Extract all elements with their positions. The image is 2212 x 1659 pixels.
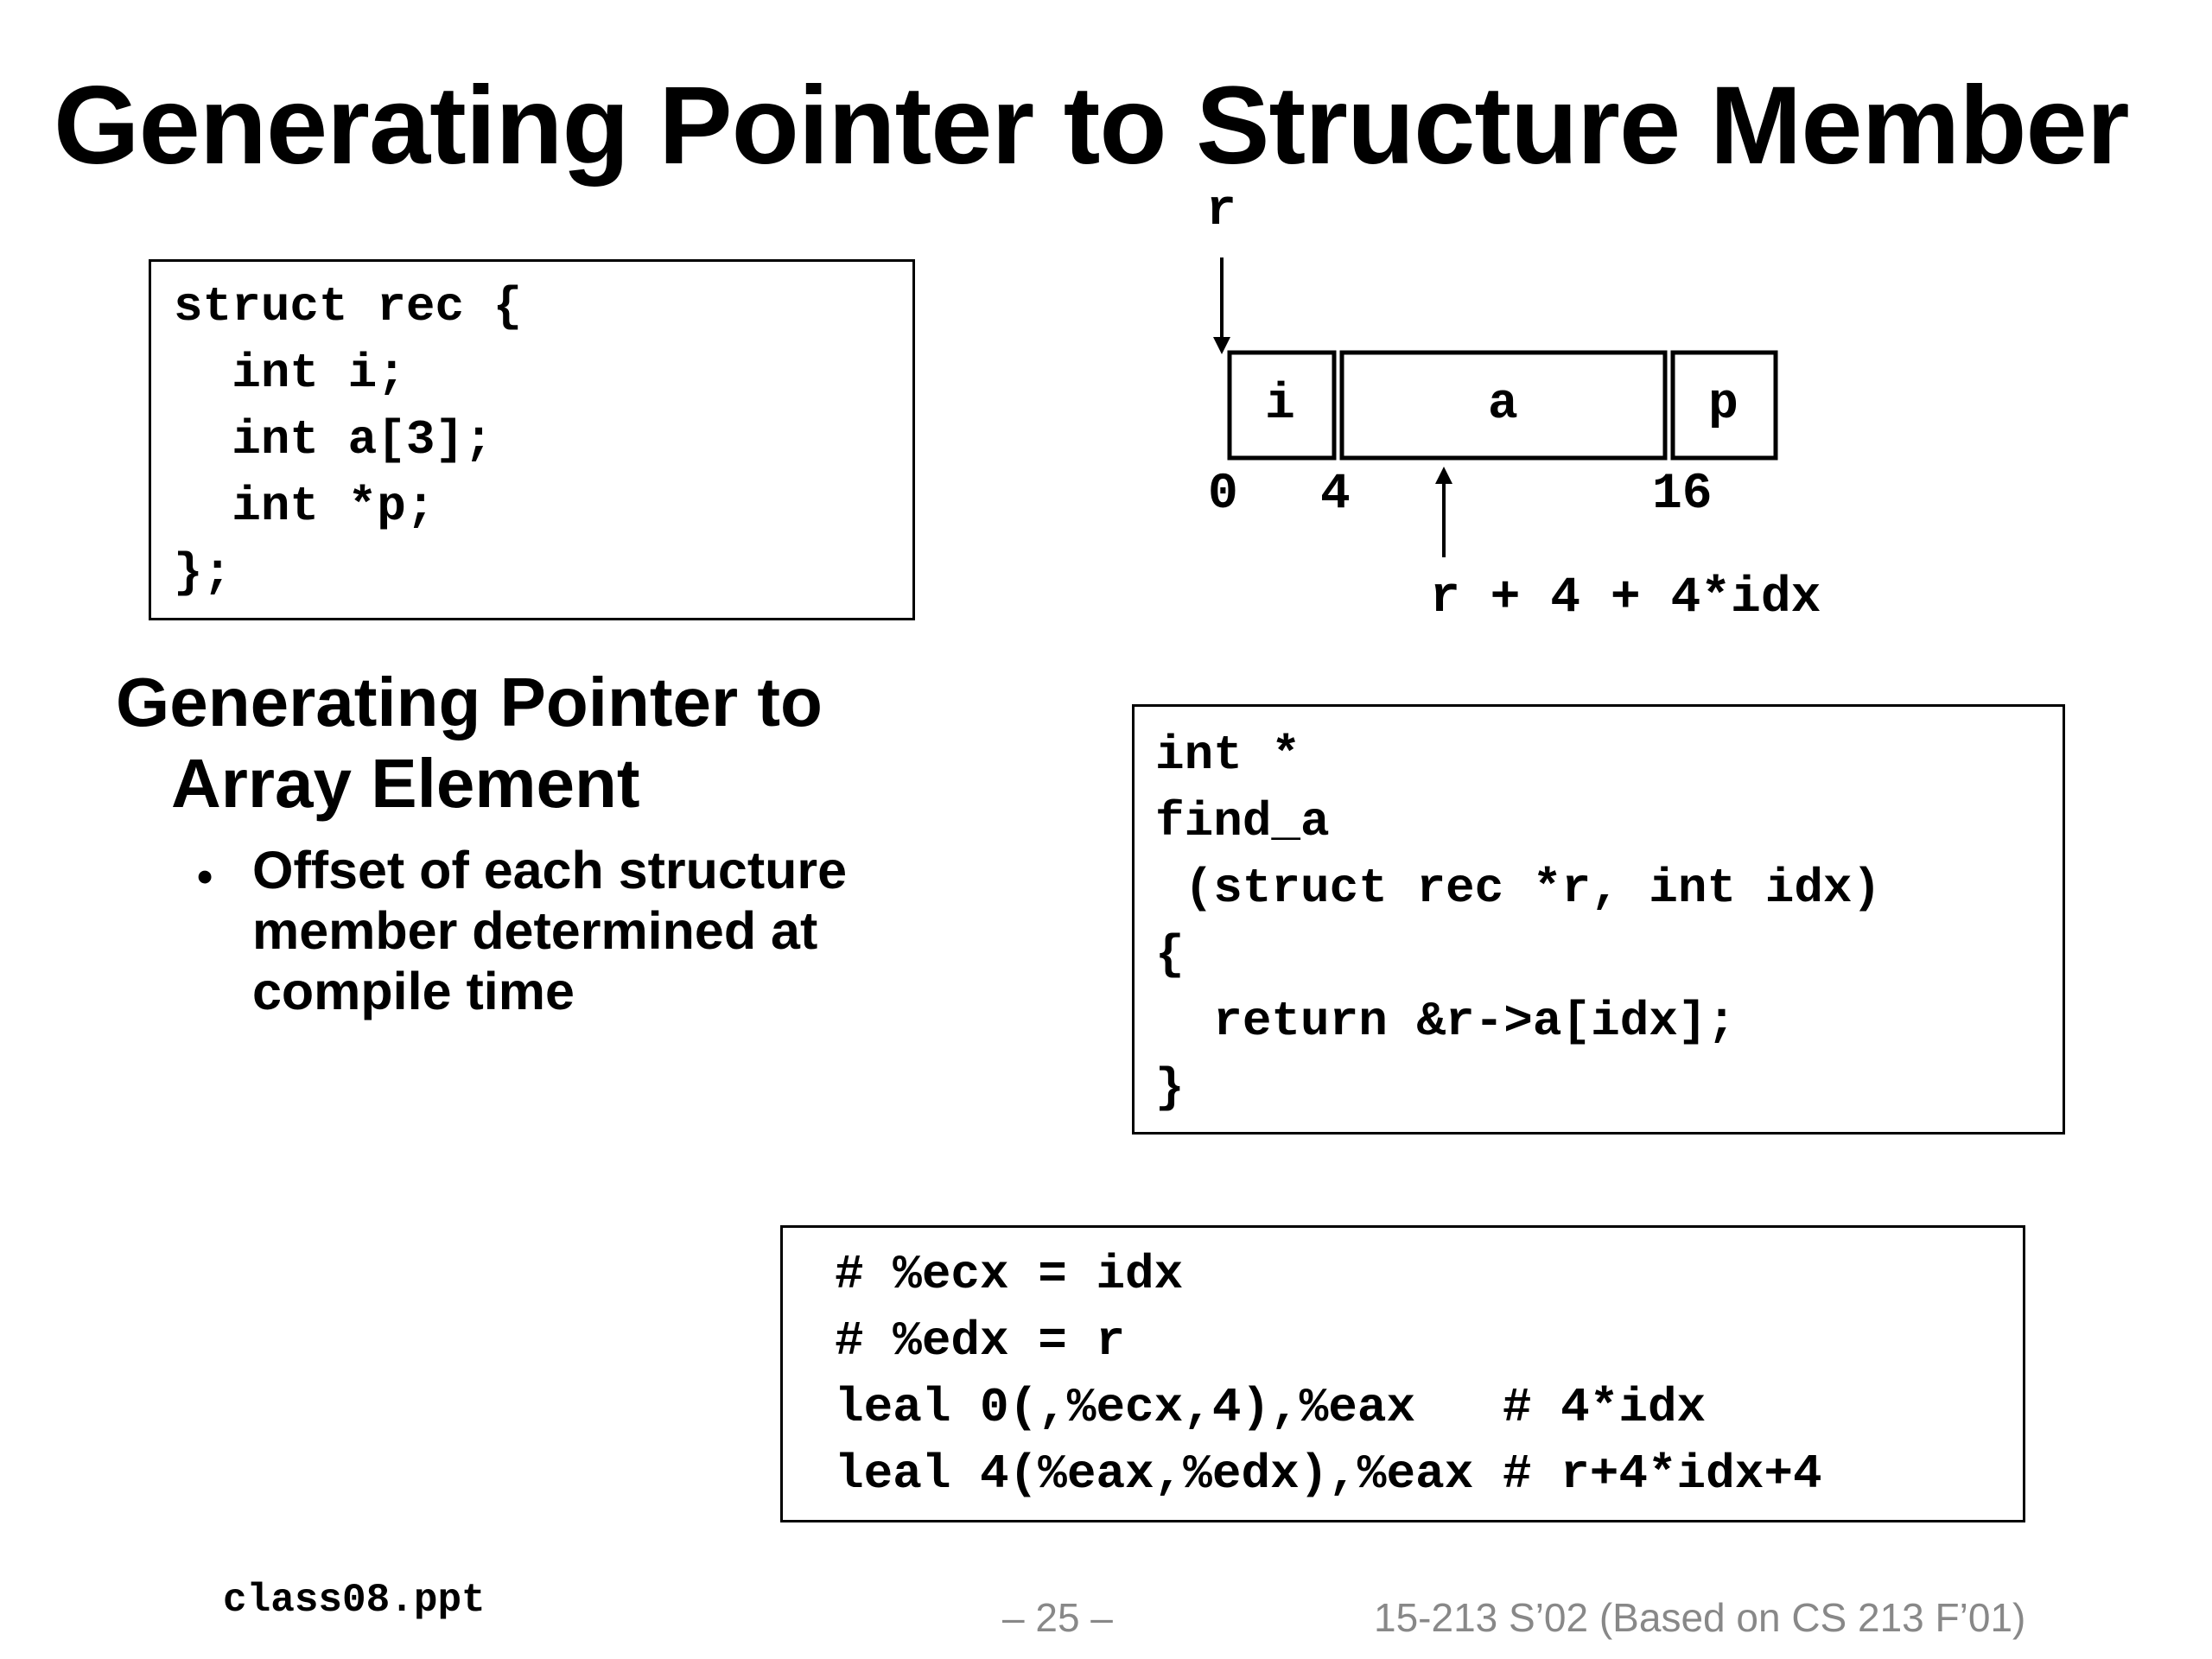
address-arrowhead: [1435, 467, 1452, 484]
function-code-box: int * find_a (struct rec *r, int idx) { …: [1132, 704, 2065, 1135]
field-i-box: [1227, 350, 1337, 461]
section-heading: Generating Pointer to Array Element: [116, 662, 980, 824]
offset-16-label: 16: [1652, 467, 1713, 523]
address-expression-label: r + 4 + 4*idx: [1430, 570, 1821, 626]
struct-definition-code: struct rec { int i; int a[3]; int *p; };: [174, 279, 523, 601]
pointer-r-label: r: [1206, 183, 1236, 239]
struct-definition-box: struct rec { int i; int a[3]; int *p; };: [149, 259, 915, 620]
footer-course: 15-213 S’02 (Based on CS 213 F’01): [1374, 1595, 2026, 1640]
assembly-code: # %ecx = idx # %edx = r leal 0(,%ecx,4),…: [835, 1247, 1822, 1502]
section-heading-line1: Generating Pointer to: [116, 664, 823, 741]
bullet-icon: •: [197, 852, 213, 902]
field-p-box: [1670, 350, 1778, 461]
slide-title: Generating Pointer to Structure Member: [54, 64, 2129, 188]
footer-filename: class08.ppt: [223, 1578, 486, 1623]
field-a-label: a: [1488, 377, 1518, 433]
assembly-code-box: # %ecx = idx # %edx = r leal 0(,%ecx,4),…: [780, 1225, 2025, 1522]
field-a-box: [1339, 350, 1668, 461]
offset-4-label: 4: [1320, 467, 1351, 523]
function-code: int * find_a (struct rec *r, int idx) { …: [1155, 728, 1882, 1116]
footer-page-number: – 25 –: [1002, 1595, 1113, 1640]
pointer-r-arrowhead: [1213, 337, 1230, 354]
field-i-label: i: [1265, 377, 1295, 433]
offset-0-label: 0: [1208, 467, 1238, 523]
field-p-label: p: [1708, 377, 1738, 433]
section-heading-line2: Array Element: [171, 745, 640, 822]
bullet-text: Offset of each structure member determin…: [252, 841, 848, 1020]
